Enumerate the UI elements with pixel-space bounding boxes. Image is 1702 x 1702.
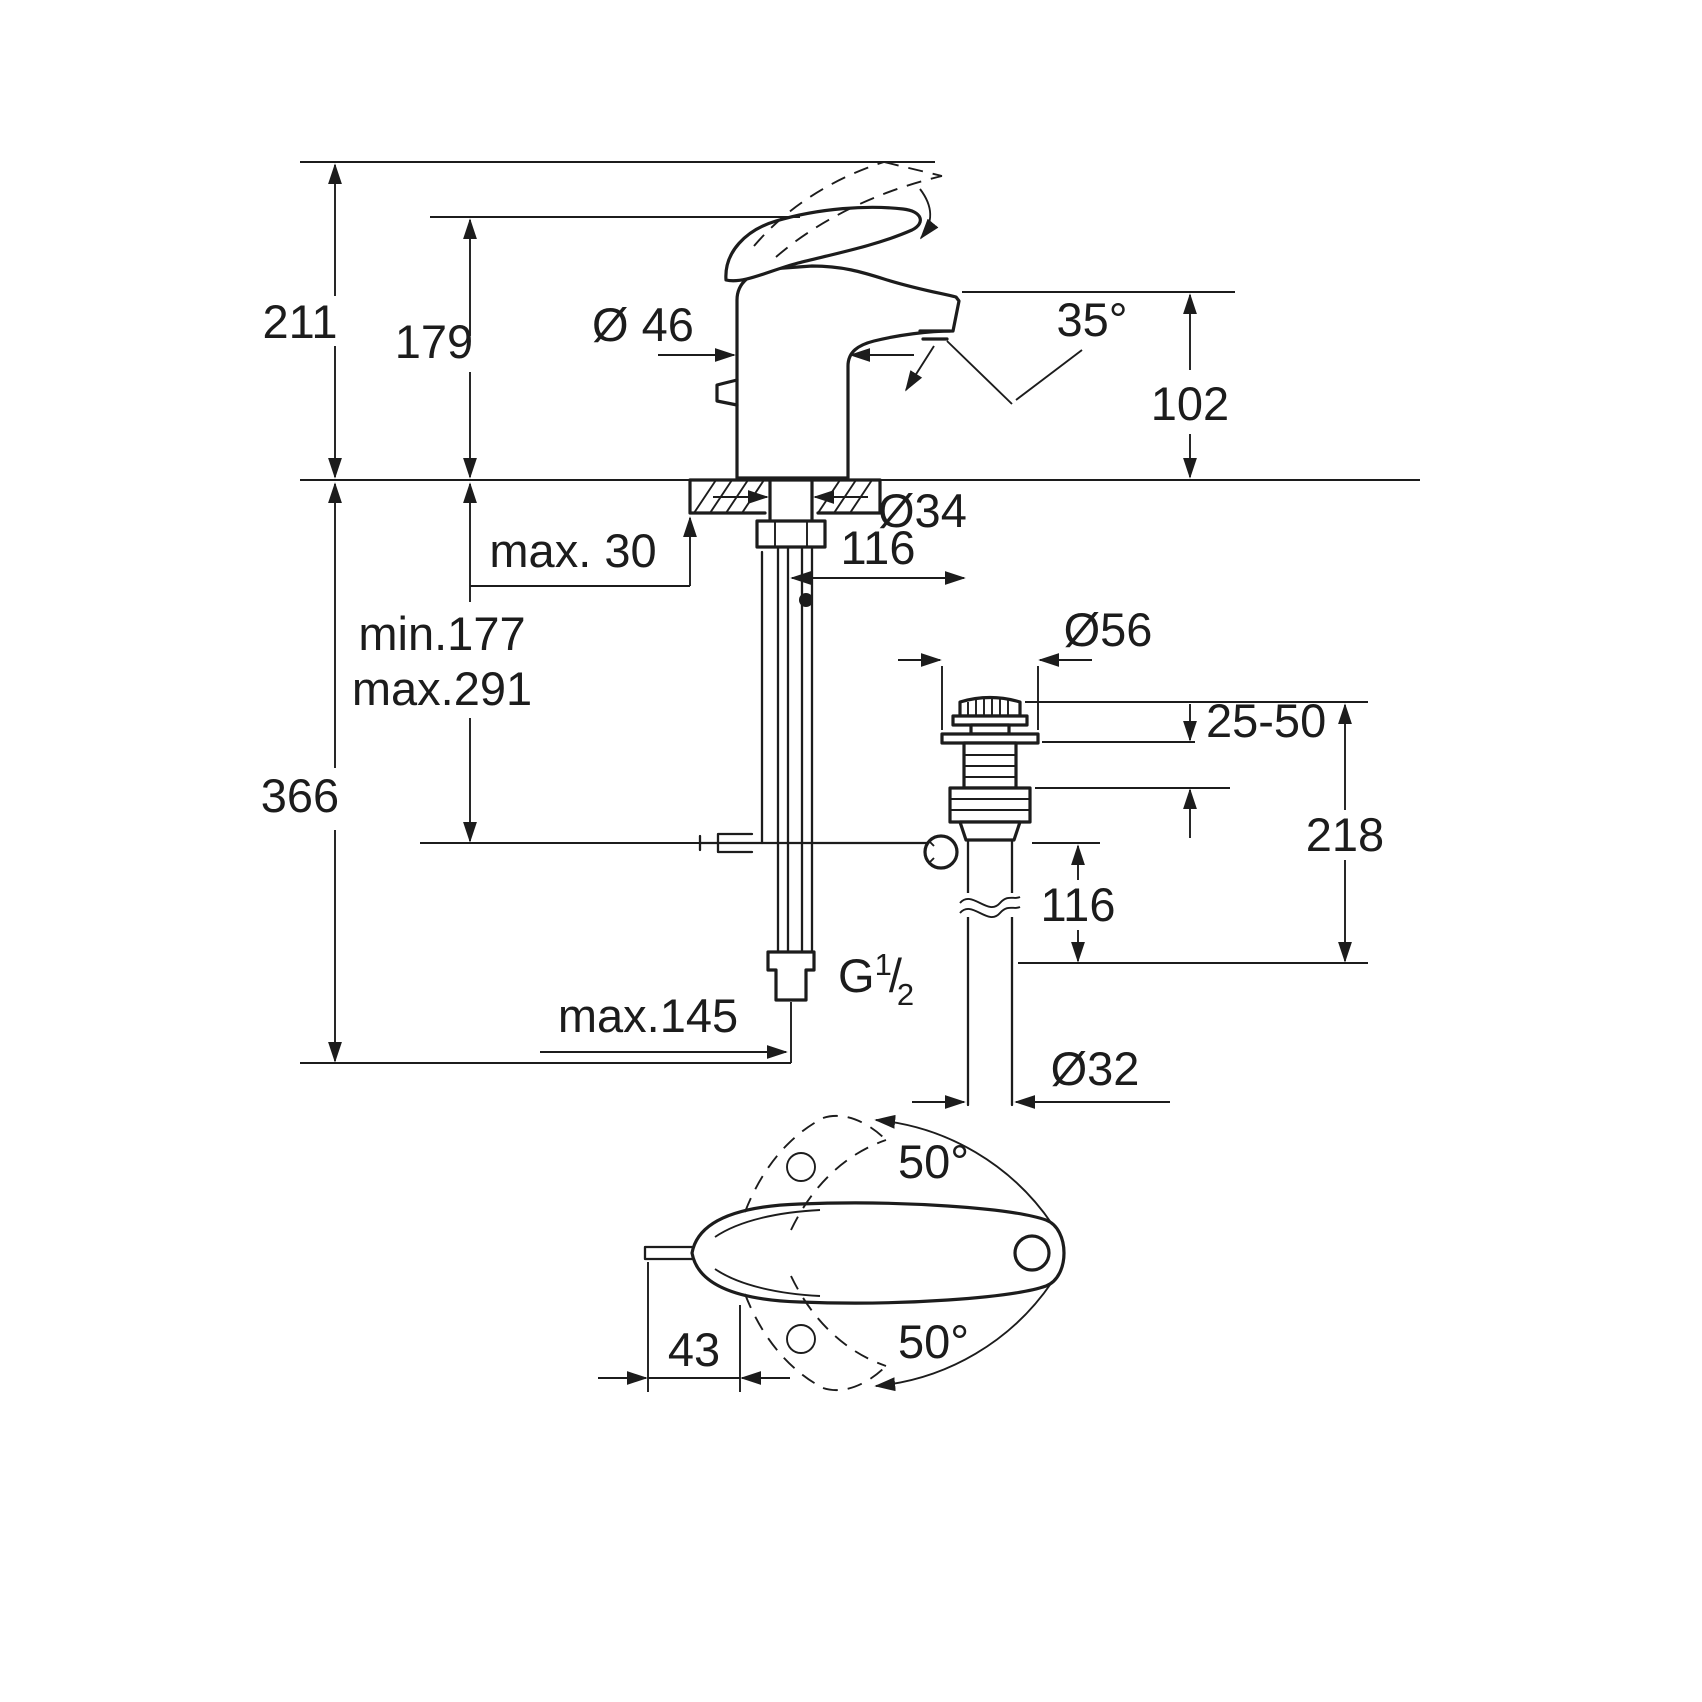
rod-max-label: max.291 [352, 662, 532, 715]
swing-angle-up-label: 50° [898, 1135, 969, 1188]
handle-height-label: 179 [395, 315, 473, 368]
mounting-nut [755, 519, 827, 549]
aerator-angle-label: 35° [1056, 293, 1127, 346]
waste-flange [940, 732, 1040, 745]
aerator [905, 329, 1013, 405]
faucet-top-view: 50° 50° 43 [598, 1114, 1066, 1392]
basin-thickness-label: 25-50 [1206, 694, 1326, 747]
overall-height-label: 211 [263, 295, 338, 348]
handle-width-label: 43 [668, 1323, 720, 1376]
countertop [300, 478, 1420, 515]
popup-knob [715, 378, 739, 407]
hose-ball-detail [799, 593, 813, 607]
rod-min-label: min.177 [358, 607, 525, 660]
dimension-annotations: 211 179 Ø 46 35° 102 Ø34 max. 30 116 min… [261, 161, 1384, 1109]
top-view-spout-pin [643, 1245, 694, 1261]
waste-lower-height-label: 116 [1041, 878, 1116, 931]
handle-raised-dashed [753, 161, 943, 258]
popup-waste-assembly [923, 695, 1040, 1107]
waste-height-label: 218 [1306, 808, 1384, 861]
handle-swing-down-hole [786, 1324, 816, 1354]
under-deck-height-label: 366 [261, 769, 339, 822]
swing-arc-up [874, 1114, 1053, 1225]
pipe-break-symbol [959, 896, 1021, 918]
faucet-body [735, 264, 961, 480]
thread-size-label: G1/2 [838, 947, 914, 1012]
body-diameter-label: Ø 46 [592, 298, 694, 351]
swing-arc-down [874, 1281, 1053, 1392]
threaded-shank [768, 478, 814, 523]
handle-swing-up-dashed [744, 1114, 887, 1231]
deck-thickness-label: max. 30 [489, 524, 656, 577]
hole-diameter-label: Ø34 [878, 484, 967, 537]
popup-linkage-rod [698, 832, 930, 854]
hose-reach-label: max.145 [558, 989, 738, 1042]
spout-height-label: 102 [1151, 377, 1229, 430]
waste-pipe-diameter-label: Ø32 [1051, 1042, 1140, 1095]
swing-angle-down-label: 50° [898, 1315, 969, 1368]
handle-swing-up-hole [786, 1152, 816, 1182]
handle-rotation-arrow [919, 188, 939, 240]
top-view-body [690, 1201, 1066, 1305]
waste-flange-diameter-label: Ø56 [1064, 603, 1153, 656]
top-view-cartridge-circle [1013, 1234, 1051, 1272]
hose-end-fitting [766, 950, 816, 1002]
under-counter-assembly [698, 478, 930, 1063]
waste-clamp-nut [948, 786, 1032, 824]
handle-swing-down-dashed [744, 1275, 887, 1392]
supply-hoses [776, 545, 814, 954]
center-to-waste-label: 116 [841, 521, 916, 574]
waste-tailpipe [966, 838, 1014, 1107]
waste-cap [958, 695, 1022, 718]
faucet-side-view [715, 161, 1013, 480]
